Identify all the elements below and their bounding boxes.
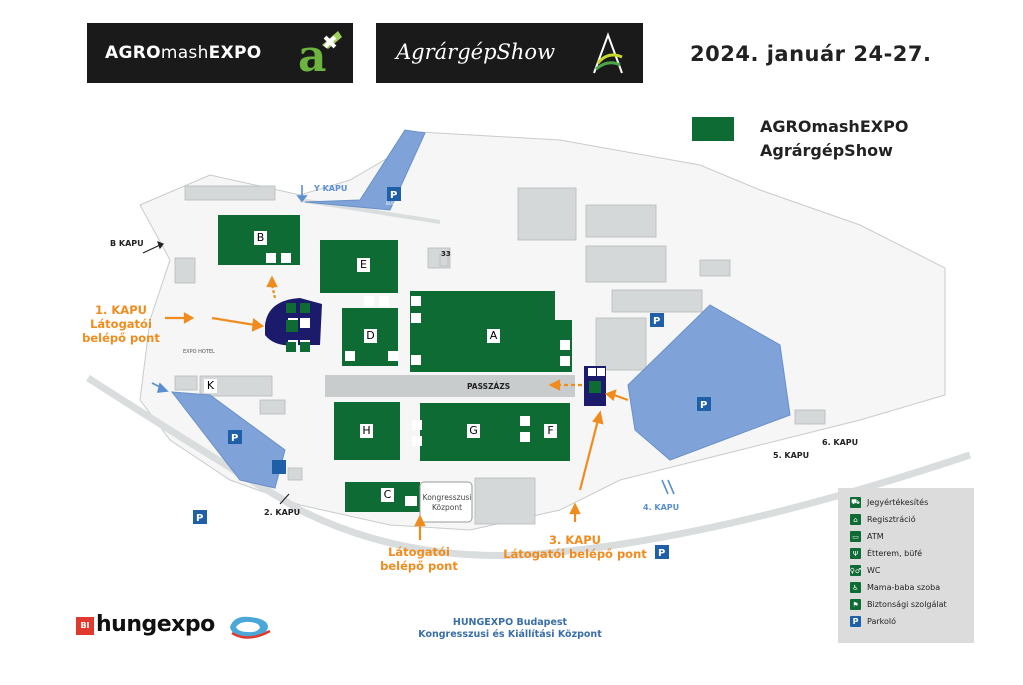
svg-text:P: P [196,513,203,524]
hall-f-label: F [544,424,557,438]
entrance-arrows [165,275,629,540]
legend-item: ♀♂ WC [850,562,974,579]
grey-structures [174,185,826,525]
service-icons-green [286,303,601,393]
legend-item: ▭ ATM [850,528,974,545]
baby-room-icon: ♿ [850,582,861,593]
legend-item-label: Regisztráció [867,515,916,524]
hall-k-label: K [204,379,217,393]
legend-item: P Parkoló [850,613,974,630]
legend-top-line1: AGROmashEXPO [760,117,909,136]
hall-color-swatch [692,117,734,141]
gate-y-label: Y KAPU [314,184,348,193]
svg-text:P: P [231,433,238,444]
entrance-1-label: 1. KAPU Látogatói belépő pont [80,303,162,345]
atm-icon: ▭ [850,531,861,542]
legend-item: ⌂ Regisztráció [850,511,974,528]
agromashexpo-logo: AGROmashEXPO a [87,23,353,83]
svg-text:P: P [700,400,707,411]
hungexpo-badge: BI [76,617,94,635]
event-date: 2024. január 24-27. [690,42,932,66]
hall-h-label: H [360,424,373,438]
hall-c-label: C [381,488,394,502]
hungexpo-emblem-icon [230,616,271,639]
legend-item-label: Parkoló [867,617,897,626]
entrance-c-line2: belépő pont [380,559,458,573]
agrargepshow-logo: AgrárgépShow [376,23,643,83]
security-booth-icon [272,460,286,474]
map-legend: ⛟ Jegyértékesítés ⌂ Regisztráció ▭ ATM Ψ Éttere… [838,488,974,643]
hall-e-label: E [357,258,370,272]
legend-top: AGROmashEXPO AgrárgépShow [760,115,908,163]
entrance-3-line2: Látogatói belépő pont [503,547,647,561]
passage-label: PASSZÁZS [467,382,511,391]
gate-4-label: 4. KAPU [643,503,680,512]
logo1-part2: mash [160,43,209,63]
gate-pointers [142,240,290,505]
entrance-1-line1: 1. KAPU [95,303,147,317]
passage-band [325,375,575,397]
registration-icon: ⌂ [850,514,861,525]
hall-d-label: D [364,329,377,343]
ticket-icon: ⛟ [850,497,861,508]
legend-item-label: ATM [867,532,884,541]
svg-text:P: P [658,548,665,559]
legend-item-label: Étterem, büfé [867,549,923,558]
gate-b-label: B KAPU [110,239,144,248]
hall-33-label: 33 [441,250,451,258]
agromashexpo-logo-text: AGROmashEXPO [105,43,262,63]
hall-g-label: G [467,424,480,438]
svg-text:P: P [390,190,397,201]
legend-item: Ψ Étterem, büfé [850,545,974,562]
legend-item-label: Biztonsági szolgálat [867,600,947,609]
legend-top-line2: AgrárgépShow [760,141,893,160]
gate-2-label: 2. KAPU [264,508,301,517]
svg-text:P: P [653,316,660,327]
agrargepshow-logo-text: AgrárgépShow [396,40,556,64]
congress-center-label: Kongresszusi Központ [422,493,472,512]
gate-5-label: 5. KAPU [773,451,810,460]
legend-item: ⚑ Biztonsági szolgálat [850,596,974,613]
parking-sign-letters: P P P P P P [196,190,707,559]
restaurant-icon: Ψ [850,548,861,559]
logo1-part3: EXPO [208,43,262,63]
footer-title: HUNGEXPO Budapest Kongresszusi és Kiállí… [380,617,640,641]
gate-arrows [151,185,675,495]
security-icon: ⚑ [850,599,861,610]
logo1-part1: AGRO [105,43,161,63]
parking-icon: P [850,616,861,627]
agromashexpo-emblem-icon: a [298,31,342,79]
footer-title-line2: Kongresszusi és Kiállítási Központ [418,629,602,640]
bus-parking-label: BUSZ [386,201,397,206]
gate-6-label: 6. KAPU [822,438,859,447]
legend-list: ⛟ Jegyértékesítés ⌂ Regisztráció ▭ ATM Ψ Éttere… [838,488,974,630]
legend-item: ⛟ Jegyértékesítés [850,494,974,511]
entrance-1-line2: Látogatói [90,317,152,331]
hall-b-label: B [254,231,267,245]
parking-signs [193,187,711,559]
entrance-3-label: 3. KAPU Látogatói belépő pont [500,533,650,561]
legend-item: ♿ Mama-baba szoba [850,579,974,596]
hungexpo-wordmark: hungexpo [96,612,215,637]
wc-icon: ♀♂ [849,565,862,576]
svg-text:a: a [298,31,327,79]
entrance-c-label: Látogatói belépő pont [373,545,465,573]
main-road [86,375,972,559]
legend-item-label: WC [867,566,881,575]
legend-item-label: Jegyértékesítés [867,498,929,507]
hall-a-label: A [487,329,500,343]
expo-hotel-label: EXPO HOTEL [183,349,215,355]
legend-item-label: Mama-baba szoba [867,583,941,592]
footer-title-line1: HUNGEXPO Budapest [452,617,568,628]
entrance-3-line1: 3. KAPU [549,533,601,547]
entrance-1-line3: belépő pont [82,331,160,345]
entrance-c-line1: Látogatói [388,545,450,559]
congress-center [419,481,473,523]
agrargepshow-emblem-icon [593,32,623,74]
